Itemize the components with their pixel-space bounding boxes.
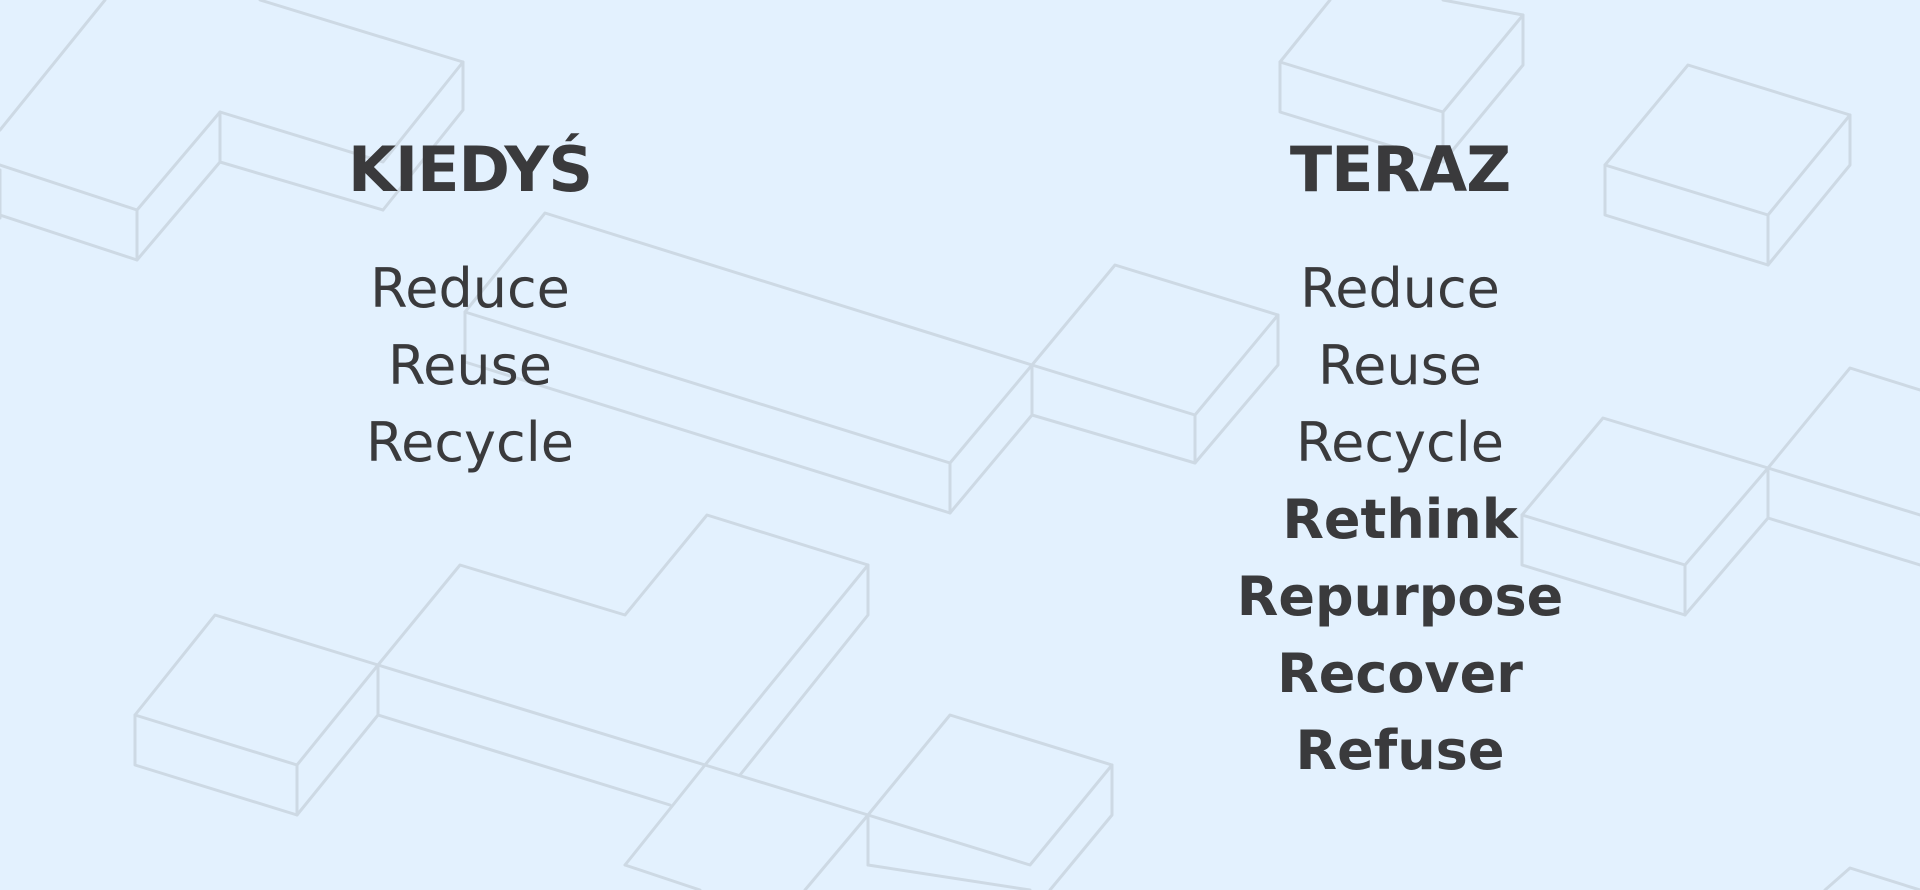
present-item-new: Recover bbox=[1277, 642, 1523, 705]
present-item: Recycle bbox=[1296, 411, 1504, 474]
present-item-new: Rethink bbox=[1282, 488, 1518, 551]
past-item: Reuse bbox=[388, 334, 552, 397]
past-heading: KIEDYŚ bbox=[348, 133, 593, 206]
present-item-new: Refuse bbox=[1295, 719, 1505, 782]
present-item: Reuse bbox=[1318, 334, 1482, 397]
present-list: Reduce Reuse Recycle Rethink Repurpose R… bbox=[1230, 250, 1570, 789]
past-item: Recycle bbox=[366, 411, 574, 474]
past-list: Reduce Reuse Recycle bbox=[335, 250, 605, 481]
past-item: Reduce bbox=[370, 257, 570, 320]
present-heading: TERAZ bbox=[1289, 133, 1511, 206]
present-item: Reduce bbox=[1300, 257, 1500, 320]
present-item-new: Repurpose bbox=[1236, 565, 1564, 628]
